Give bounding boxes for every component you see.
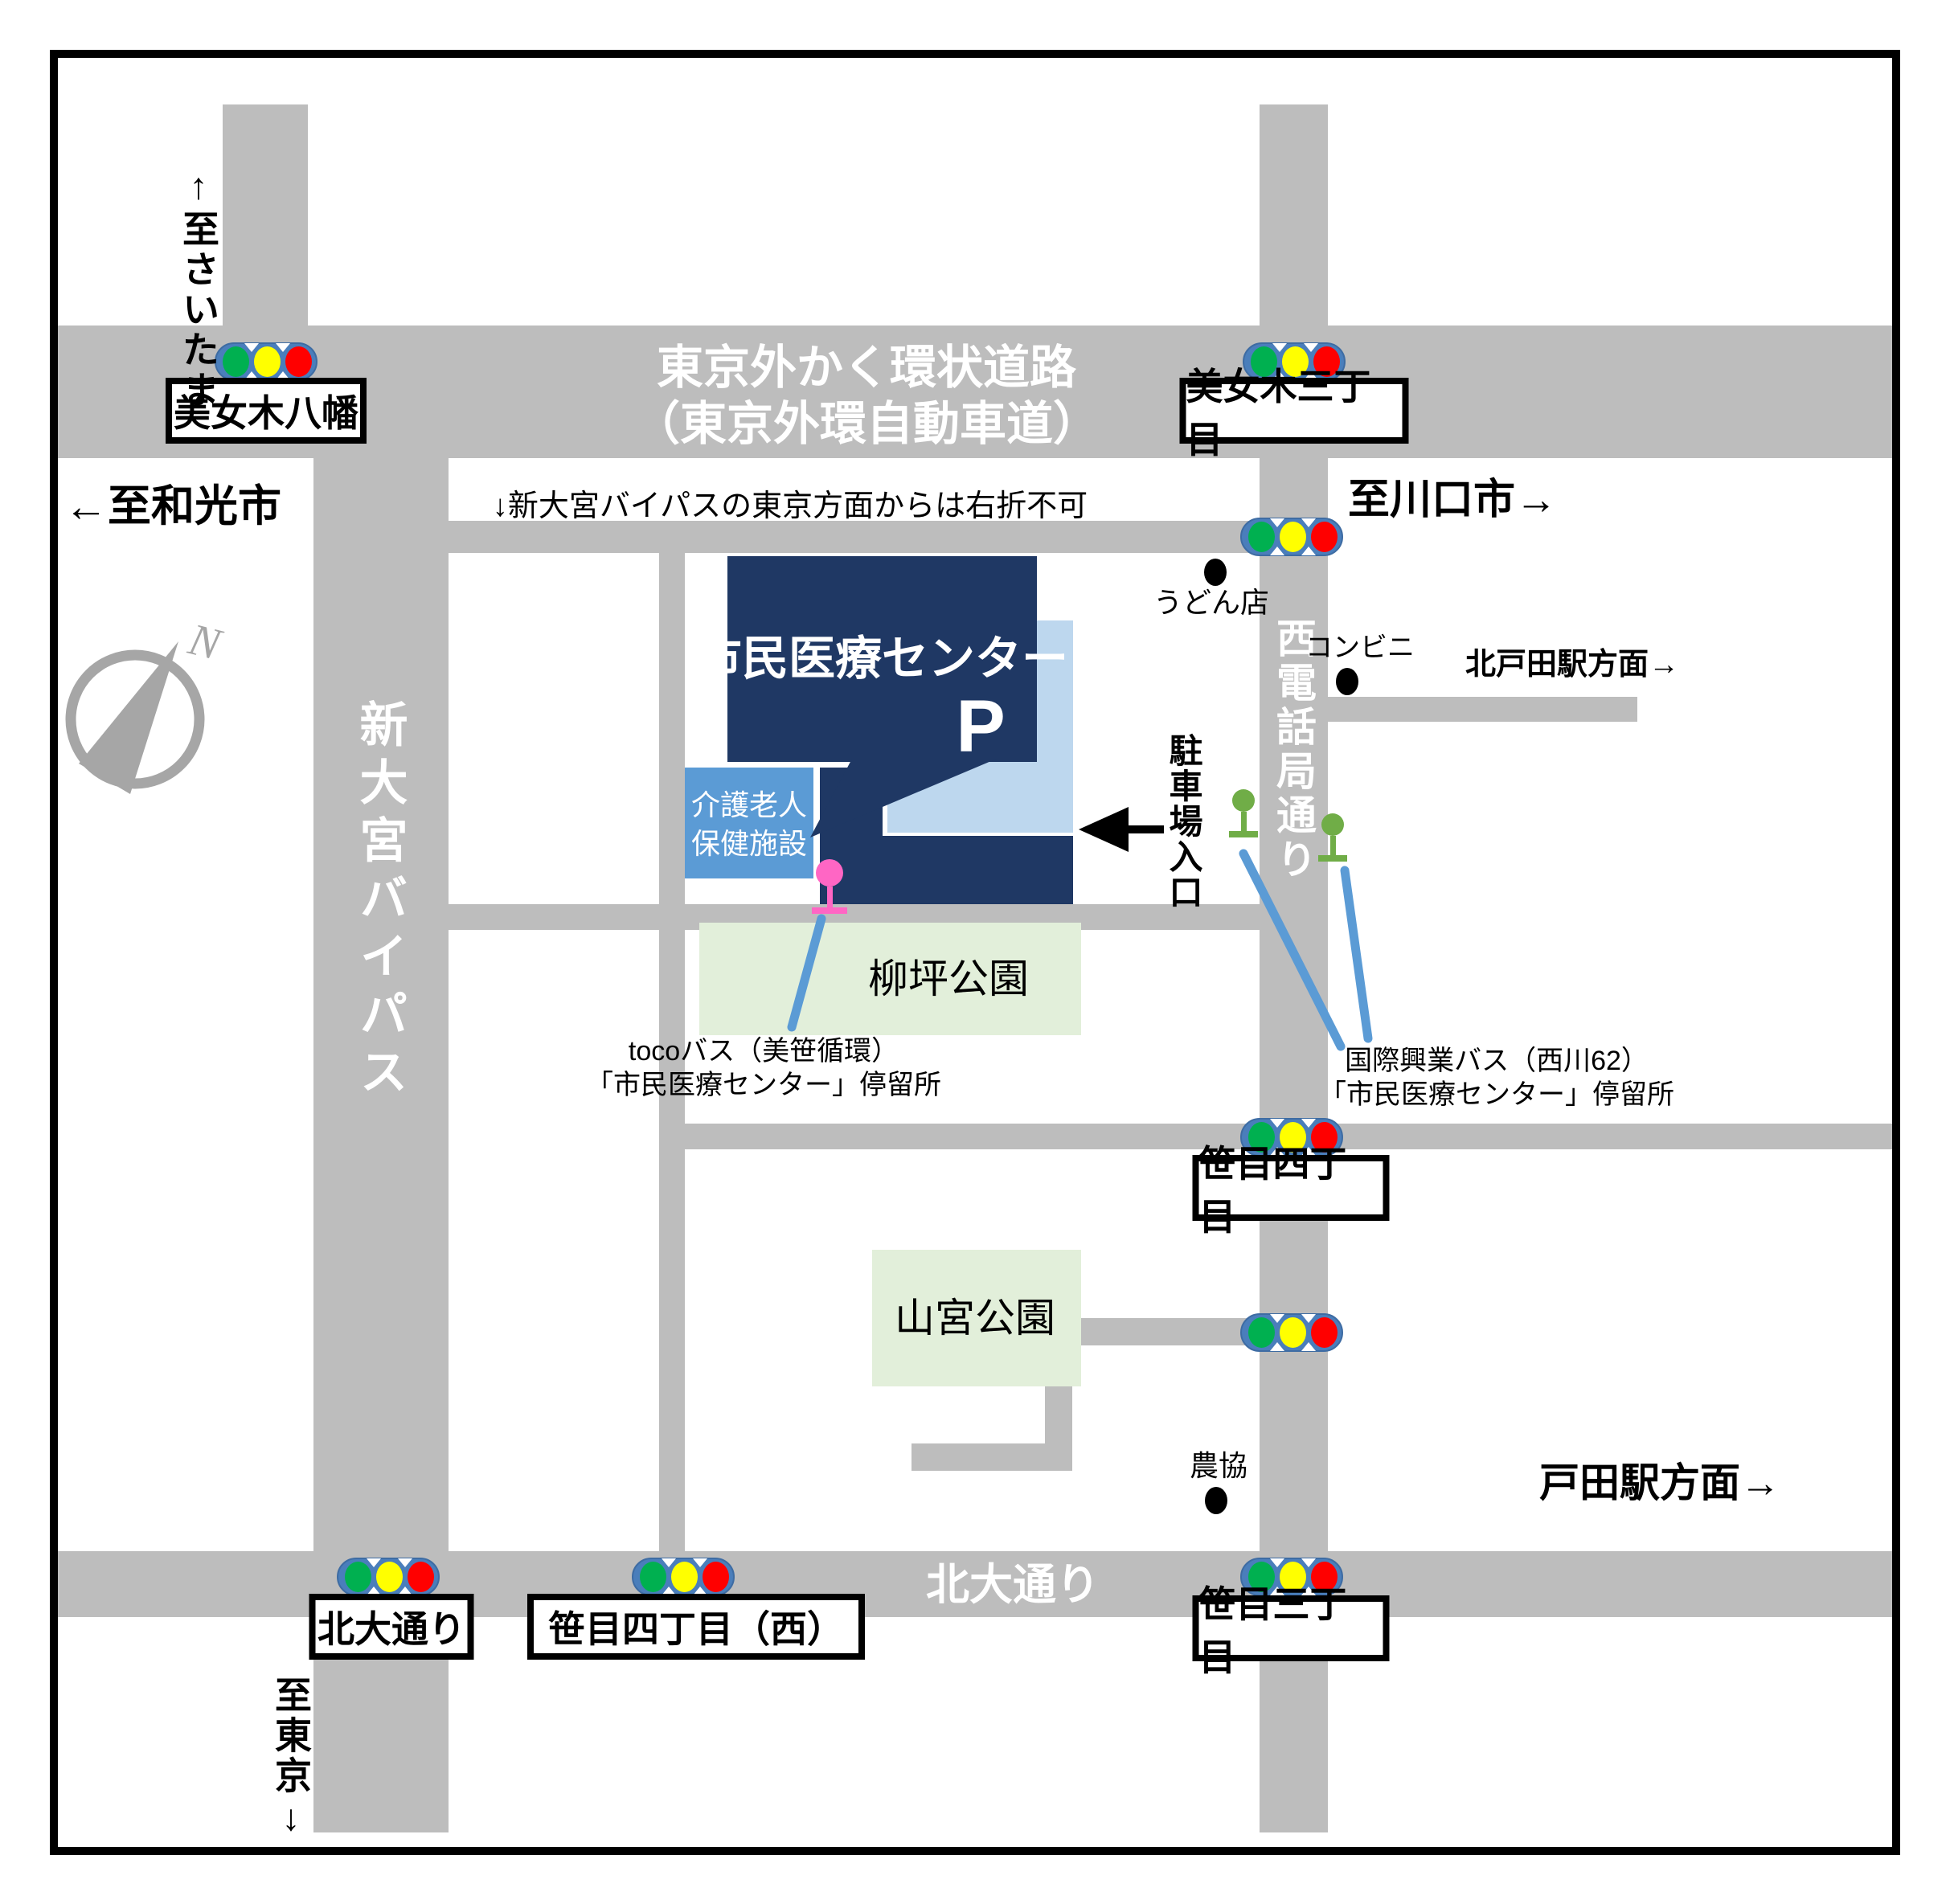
traffic-light-separator xyxy=(662,1558,676,1595)
callout-label: 市民医療センター xyxy=(694,633,1069,685)
traffic-light-icon xyxy=(1243,342,1346,381)
pin-head xyxy=(1232,789,1255,812)
busstop-toco-pin-icon xyxy=(812,859,847,914)
pin-head xyxy=(1321,813,1344,836)
road-label-gaikan-line2: （東京外環自動車道） xyxy=(633,398,1100,450)
traffic-light-separator xyxy=(1304,343,1318,380)
building-medical-base xyxy=(820,836,1073,904)
busstop-kokusai-pin-west-icon xyxy=(1229,789,1258,837)
note-no-right-turn: ↓新大宮バイパスの東京方面からは右折不可 xyxy=(492,489,1088,523)
park-yanagitsubo-label: 柳坪公園 xyxy=(868,956,1029,1001)
road-label-shin-omiya-bypass: 新大宮バイパス xyxy=(353,699,407,1104)
road-medical-center-north xyxy=(449,521,1260,553)
traffic-light-icon xyxy=(1240,1558,1343,1596)
poi-conbini-label: コンビニ xyxy=(1305,633,1415,663)
intersection-bijogi-3chome: 美女木三丁目 xyxy=(1179,366,1409,461)
road-label-nishi-denwakyoku: 西電話局通り xyxy=(1271,617,1316,882)
traffic-light-separator xyxy=(1270,1314,1284,1351)
park-yanagitsubo xyxy=(699,923,1081,1035)
poi-nokyo-dot xyxy=(1205,1487,1227,1514)
busstop-kokusai-pin-east-icon xyxy=(1318,813,1347,862)
connector-kokusai-west xyxy=(1239,849,1346,1051)
connector-toco xyxy=(787,914,826,1032)
busstop-toco-line1: tocoバス（美笹循環） xyxy=(628,1036,899,1067)
direction-saitama: ↑至さいたま xyxy=(178,165,219,411)
intersection-bijogi-hachiman: 美女木八幡 xyxy=(166,378,367,444)
traffic-light-separator xyxy=(244,343,259,380)
traffic-light-icon xyxy=(1240,1313,1343,1352)
direction-tokyo: 至東京↓ xyxy=(270,1676,312,1841)
intersection-kita-o-dori: 北大通り xyxy=(309,1594,474,1660)
traffic-light-separator xyxy=(1301,518,1316,555)
parking-lot-label: P xyxy=(956,686,1006,768)
poi-udon-label: うどん店 xyxy=(1153,586,1270,619)
traffic-light-separator xyxy=(693,1558,707,1595)
park-yamamiya-label: 山宮公園 xyxy=(895,1296,1055,1341)
connector-kokusai-east xyxy=(1340,866,1373,1043)
parking-entrance-arrow-icon xyxy=(1079,807,1164,852)
pin-base xyxy=(812,907,847,914)
traffic-light-separator xyxy=(1301,1119,1316,1156)
road-hook-bottom xyxy=(912,1443,1072,1471)
busstop-kokusai-line2: 「市民医療センター」停留所 xyxy=(1319,1079,1674,1110)
busstop-kokusai-line1: 国際興業バス（西川62） xyxy=(1345,1046,1649,1076)
pin-stem xyxy=(1329,836,1336,855)
pin-base xyxy=(1318,855,1347,862)
direction-toda: 戸田駅方面→ xyxy=(1539,1460,1780,1505)
traffic-light-separator xyxy=(367,1558,381,1595)
traffic-light-separator xyxy=(1272,343,1287,380)
traffic-light-icon xyxy=(215,342,317,381)
poi-conbini-dot xyxy=(1336,668,1358,695)
traffic-light-separator xyxy=(1301,1314,1316,1351)
direction-kita-toda: 北戸田駅方面→ xyxy=(1465,648,1680,682)
map-border xyxy=(50,50,1900,1855)
road-label-kita-o-dori: 北大通り xyxy=(926,1561,1100,1609)
road-bypass-north-stub xyxy=(223,104,308,326)
road-kita-toda-stub xyxy=(1328,697,1637,722)
traffic-light-icon xyxy=(632,1558,735,1596)
poi-udon-dot xyxy=(1204,559,1227,586)
building-kaigo xyxy=(685,768,813,878)
building-kaigo-label-line2: 保健施設 xyxy=(690,827,808,860)
traffic-light-separator xyxy=(398,1558,412,1595)
pin-stem xyxy=(1240,812,1247,831)
callout-box xyxy=(727,556,1037,762)
connector-lines xyxy=(787,849,1373,1051)
callout-tail xyxy=(810,759,997,837)
direction-wako: ←至和光市 xyxy=(64,482,281,530)
poi-nokyo-label: 農協 xyxy=(1189,1449,1248,1482)
pin-stem xyxy=(826,886,833,907)
traffic-light-icon xyxy=(337,1558,440,1596)
traffic-light-separator xyxy=(1301,1558,1316,1595)
pin-head xyxy=(816,859,843,886)
building-kaigo-label-line1: 介護老人 xyxy=(690,788,808,821)
intersection-sasame-4chome-nishi: 笹目四丁目（西） xyxy=(527,1594,865,1660)
traffic-light-separator xyxy=(1270,518,1284,555)
busstop-toco-line2: 「市民医療センター」停留所 xyxy=(586,1070,941,1100)
park-yamamiya xyxy=(872,1250,1081,1386)
traffic-light-separator xyxy=(276,343,290,380)
road-label-gaikan-line1: 東京外かく環状道路 xyxy=(656,342,1077,394)
parking-entrance-label: 駐車場入口 xyxy=(1165,733,1202,910)
road-central-local xyxy=(659,553,685,1551)
pin-base xyxy=(1229,831,1258,837)
traffic-light-separator xyxy=(1270,1558,1284,1595)
traffic-light-icon xyxy=(1240,518,1343,556)
direction-kawaguchi: 至川口市→ xyxy=(1347,477,1558,523)
traffic-light-separator xyxy=(1270,1119,1284,1156)
